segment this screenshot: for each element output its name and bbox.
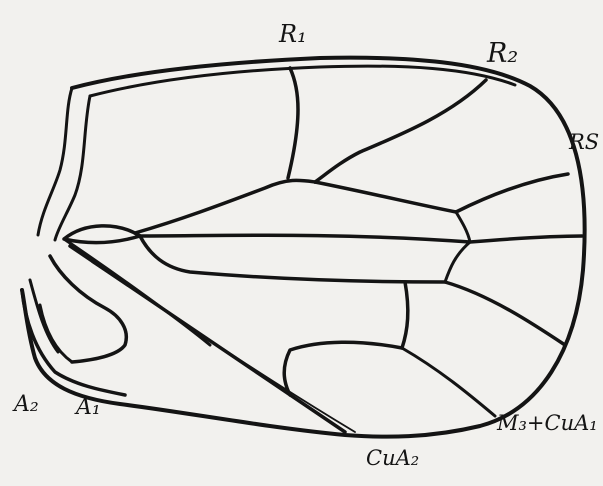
label-r2: R₂ [487, 40, 518, 67]
label-cua2: CuA₂ [366, 448, 419, 469]
label-r1: R₁ [279, 22, 307, 46]
label-a1: A₁ [76, 397, 101, 419]
label-a2: A₂ [14, 394, 39, 416]
label-m3-cua1: M₃+CuA₁ [497, 413, 598, 434]
label-rs: RS [569, 132, 599, 153]
